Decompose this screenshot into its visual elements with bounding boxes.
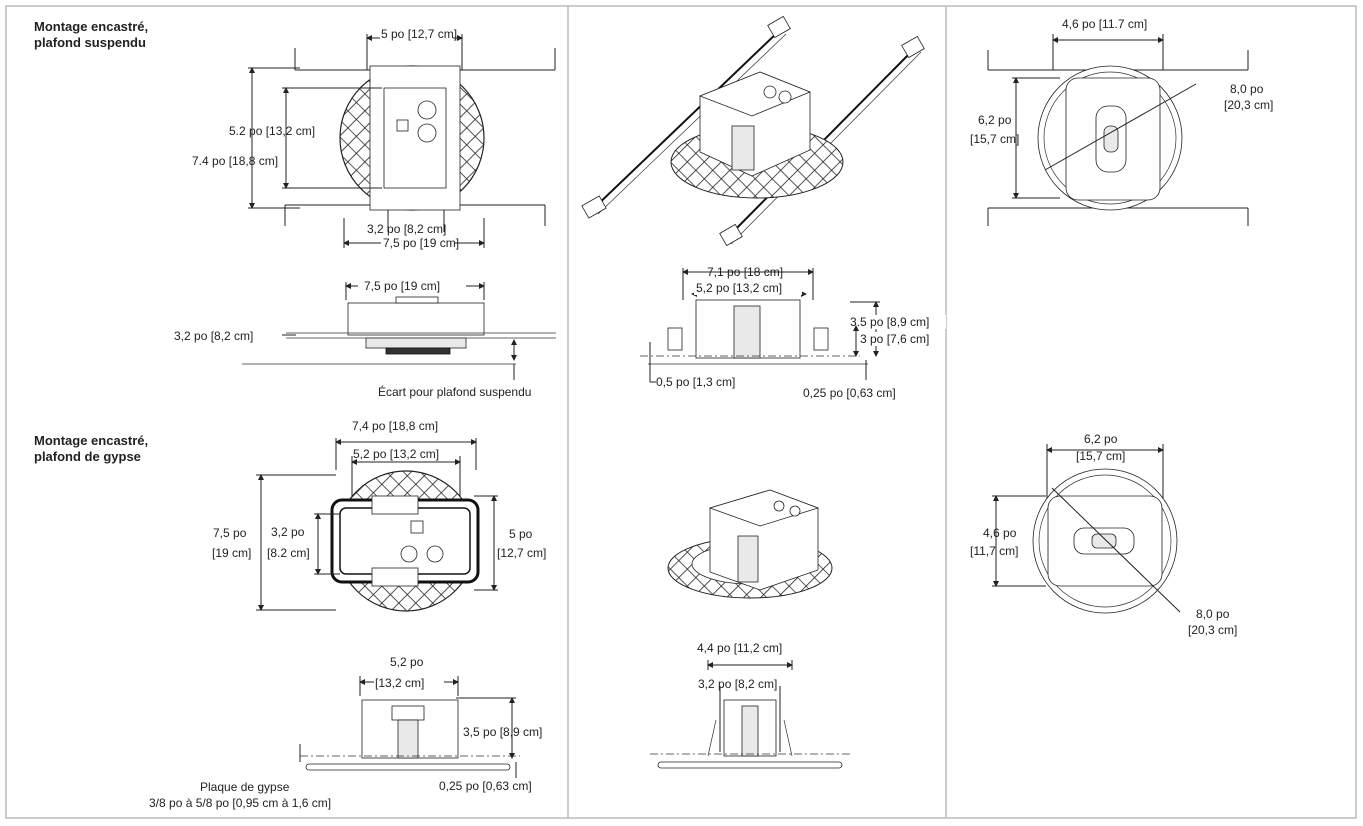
left-panel: Montage encastré, plafond suspendu 5 po …: [34, 19, 556, 810]
dim-top-width: 5 po [12,7 cm]: [381, 27, 457, 41]
dim-inner-height: 5.2 po [13,2 cm]: [229, 124, 315, 138]
label-clearance: Écart pour plafond suspendu: [378, 384, 531, 399]
dim-mid-plate: 0,25 po [0,63 cm]: [803, 386, 896, 400]
gypsum-side-view: 5,2 po [13,2 cm] 3,5 po [8,9 cm] 0,25 po…: [149, 655, 542, 810]
dim-right-g-width-2: [15,7 cm]: [1076, 449, 1125, 463]
dim-g-inner-height-2: [8.2 cm]: [267, 546, 310, 560]
dim-bottom-inner-width: 3,2 po [8,2 cm]: [367, 222, 446, 236]
dim-g-right-height-1: 5 po: [509, 527, 533, 541]
dim-g-left-height-2: [19 cm]: [212, 546, 251, 560]
dim-side-width: 7,5 po [19 cm]: [364, 279, 440, 293]
dim-right-diameter-1: 8,0 po: [1230, 82, 1264, 96]
dim-mid-g-inner-width: 3,2 po [8,2 cm]: [698, 677, 777, 691]
dim-right-diameter-2: [20,3 cm]: [1224, 98, 1273, 112]
dim-mid-inner-width: 5,2 po [13,2 cm]: [696, 281, 782, 295]
dim-right-g-width-1: 6,2 po: [1084, 432, 1118, 446]
dim-side-height: 3,2 po [8,2 cm]: [174, 329, 253, 343]
dim-g-plate-thickness: 0,25 po [0,63 cm]: [439, 779, 532, 793]
right-panel: 4,6 po [11.7 cm] 6,2 po [15,7 cm] 8,0 po…: [970, 17, 1273, 637]
dim-right-g-height-1: 4,6 po: [983, 526, 1017, 540]
dim-g-side-width-1: 5,2 po: [390, 655, 424, 669]
dim-right-g-diameter-2: [20,3 cm]: [1188, 623, 1237, 637]
dim-mid-g-outer-width: 4,4 po [11,2 cm]: [697, 641, 782, 655]
middle-panel: 7,1 po [18 cm] 5,2 po [13,2 cm] 3.5 po […: [581, 15, 946, 769]
dim-right-height-2: [15,7 cm]: [970, 132, 1019, 146]
iso-suspended-view: [581, 15, 925, 247]
dim-right-g-height-2: [11,7 cm]: [970, 544, 1018, 558]
dim-right-height-1: 6,2 po: [978, 113, 1012, 127]
dim-g-side-width-2: [13,2 cm]: [375, 676, 424, 690]
right-suspended-view: 4,6 po [11.7 cm] 6,2 po [15,7 cm] 8,0 po…: [970, 17, 1273, 226]
middle-front-view: 4,4 po [11,2 cm] 3,2 po [8,2 cm]: [650, 641, 850, 769]
dim-g-inner-width: 5,2 po [13,2 cm]: [353, 447, 439, 461]
dim-g-right-height-2: [12,7 cm]: [497, 546, 546, 560]
middle-side-view: 7,1 po [18 cm] 5,2 po [13,2 cm] 3.5 po […: [640, 265, 946, 400]
dim-outer-height: 7.4 po [18,8 cm]: [192, 154, 278, 168]
heading-gypsum-line2: plafond de gypse: [34, 449, 141, 464]
dim-right-g-diameter-1: 8,0 po: [1196, 607, 1230, 621]
suspended-side-view: 7,5 po [19 cm] 3,2 po [8,2 cm] Écart pou…: [174, 279, 556, 399]
dim-mid-offset: 0,5 po [1,3 cm]: [656, 375, 735, 389]
heading-gypsum-line1: Montage encastré,: [34, 433, 148, 448]
dim-g-left-height-1: 7,5 po: [213, 526, 247, 540]
dim-mid-outer-width: 7,1 po [18 cm]: [707, 265, 783, 279]
label-gypsum-2: 3/8 po à 5/8 po [0,95 cm à 1,6 cm]: [149, 796, 331, 810]
dim-bottom-outer-width: 7,5 po [19 cm]: [383, 236, 459, 250]
heading-suspended-line2: plafond suspendu: [34, 35, 146, 50]
suspended-top-view: 5 po [12,7 cm] 5.2 po [13,2 cm] 7.4 po […: [192, 27, 556, 250]
dim-g-side-height: 3,5 po [8,9 cm]: [463, 725, 542, 739]
right-gypsum-view: 6,2 po [15,7 cm] 4,6 po [11,7 cm] 8,0 po…: [970, 432, 1237, 637]
iso-gypsum-view: [667, 489, 833, 599]
frame: [5, 5, 1357, 819]
dim-mid-height-b: 3 po [7,6 cm]: [860, 332, 929, 346]
gypsum-top-view: 7,4 po [18,8 cm] 5,2 po [13,2 cm] 7,5 po…: [212, 419, 546, 612]
dim-right-top-width: 4,6 po [11.7 cm]: [1062, 17, 1147, 31]
dim-g-inner-height-1: 3,2 po: [271, 525, 305, 539]
dim-g-outer-width: 7,4 po [18,8 cm]: [352, 419, 438, 433]
heading-suspended-line1: Montage encastré,: [34, 19, 148, 34]
label-gypsum-1: Plaque de gypse: [200, 780, 290, 794]
dim-mid-height-a: 3.5 po [8,9 cm]: [850, 315, 929, 329]
